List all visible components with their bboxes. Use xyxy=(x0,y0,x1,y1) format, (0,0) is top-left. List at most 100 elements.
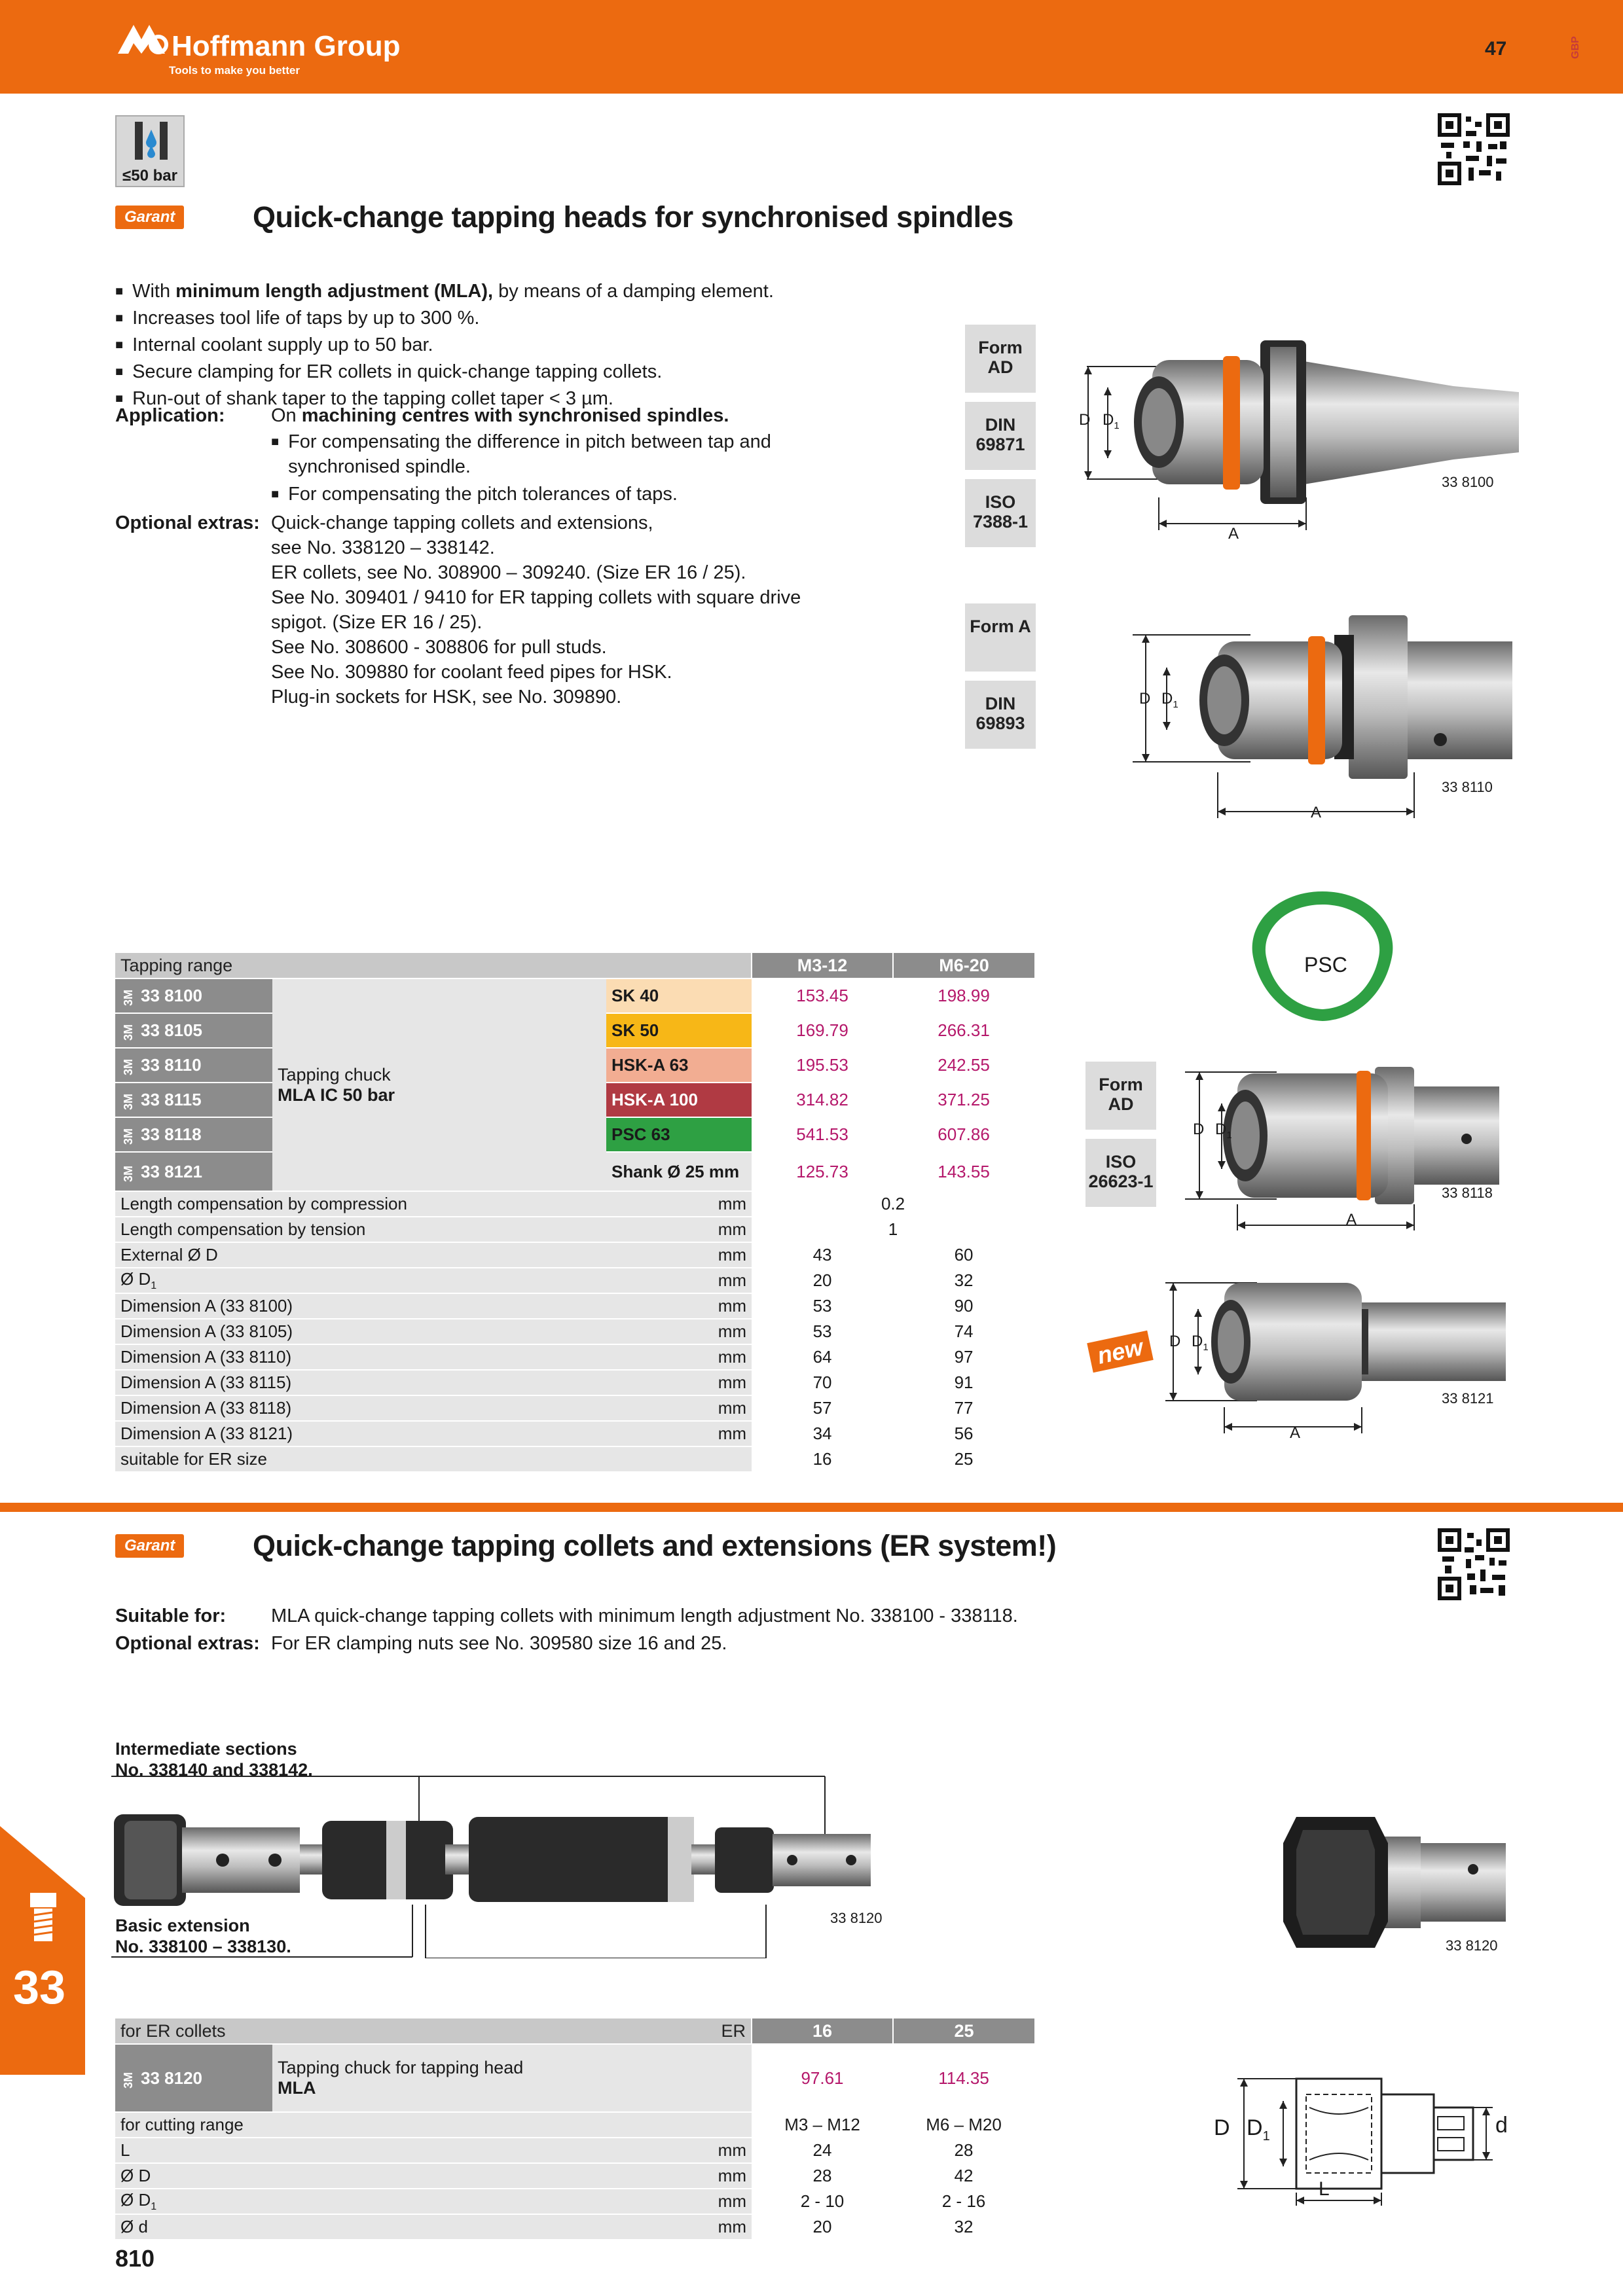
spec-unit: mm xyxy=(606,2163,752,2189)
spec-label: Dimension A (33 8121) xyxy=(115,1421,606,1447)
tapping-tool-icon xyxy=(30,1893,56,1941)
dim-A-label: A xyxy=(1346,1211,1357,1229)
suitable-label: Suitable for: xyxy=(115,1605,227,1626)
spec-value: 16 xyxy=(752,1446,894,1473)
spec-row: Dimension A (33 8121) mm 34 56 xyxy=(115,1421,1035,1447)
spec-label: Dimension A (33 8100) xyxy=(115,1293,606,1319)
figure-caption: 33 8100 xyxy=(1442,474,1494,490)
spec-label: Dimension A (33 8115) xyxy=(115,1370,606,1396)
tapping-range-label: Tapping range xyxy=(115,953,752,979)
spec-unit: mm xyxy=(606,1421,752,1447)
footer-page-number: 810 xyxy=(115,2245,155,2272)
dim-D-label: D xyxy=(1139,690,1151,708)
er-unit-label: ER xyxy=(606,2018,752,2045)
psc-polygon-icon xyxy=(1252,891,1393,1021)
qr-code-icon xyxy=(1437,113,1510,186)
spec-label: Ø D1 xyxy=(115,1268,606,1294)
coolant-drop-icon xyxy=(135,122,168,160)
hoffmann-logo-icon xyxy=(118,25,168,54)
dim-A-label: A xyxy=(1290,1424,1301,1442)
figure-caption: 33 8110 xyxy=(1442,779,1493,795)
application-list: For compensating the difference in pitch… xyxy=(271,429,808,509)
dim-D1-label: D1 xyxy=(1247,2115,1270,2144)
spec-row: Dimension A (33 8110) mm 64 97 xyxy=(115,1344,1035,1371)
spec-row: Dimension A (33 8105) mm 53 74 xyxy=(115,1319,1035,1345)
application-item: For compensating the pitch tolerances of… xyxy=(271,482,808,509)
application-text: On machining centres with synchronised s… xyxy=(271,405,729,426)
figure-caption: 33 8121 xyxy=(1442,1390,1494,1407)
price-cell: 114.35 xyxy=(893,2044,1034,2113)
iso-box: ISO 26623-1 xyxy=(1085,1139,1156,1207)
figure-caption: 33 8118 xyxy=(1442,1185,1493,1201)
spec-label: External Ø D xyxy=(115,1242,606,1268)
spec-value: 28 xyxy=(893,2138,1034,2164)
spec-label: Length compensation by compression xyxy=(115,1191,606,1217)
column-header: 16 xyxy=(751,2018,893,2045)
price-cell: 314.82 xyxy=(752,1083,894,1118)
spec-row: Dimension A (33 8100) mm 53 90 xyxy=(115,1293,1035,1319)
price-cell: 153.45 xyxy=(752,978,894,1014)
spec-value: 53 xyxy=(752,1293,894,1319)
brand-name: Hoffmann Group xyxy=(172,30,401,62)
interface-cell: Shank Ø 25 mm xyxy=(606,1152,752,1192)
page-header xyxy=(0,0,1623,94)
optional-text: Quick-change tapping collets and extensi… xyxy=(271,512,801,708)
brand-tagline: Tools to make you better xyxy=(169,64,300,77)
spec-value: 43 xyxy=(752,1242,894,1268)
spec-value: 74 xyxy=(893,1319,1035,1345)
spec-label: Ø d xyxy=(115,2214,606,2240)
spec-unit: mm xyxy=(606,1395,752,1422)
suitable-text: MLA quick-change tapping collets with mi… xyxy=(271,1605,1018,1626)
spec-value: 77 xyxy=(893,1395,1035,1422)
spec-unit xyxy=(606,1446,752,1473)
er-collets-label: for ER collets xyxy=(115,2018,606,2045)
dim-D-label: D xyxy=(1169,1333,1181,1350)
spec-label: Dimension A (33 8118) xyxy=(115,1395,606,1422)
form-box: Form A xyxy=(965,603,1036,672)
spec-row: Dimension A (33 8118) mm 57 77 xyxy=(115,1395,1035,1422)
spec-unit: mm xyxy=(606,1370,752,1396)
price-cell: 143.55 xyxy=(893,1152,1035,1192)
spec-value: 64 xyxy=(752,1344,894,1371)
interface-cell: SK 40 xyxy=(606,978,752,1014)
spec-value: 2 - 10 xyxy=(752,2189,893,2215)
feature-list: With minimum length adjustment (MLA), by… xyxy=(115,279,966,413)
spec-unit: mm xyxy=(606,2189,752,2215)
spec-value: 0.2 xyxy=(752,1191,1035,1217)
spec-value: 28 xyxy=(752,2163,893,2189)
spec-value: 90 xyxy=(893,1293,1035,1319)
spec-value: 60 xyxy=(893,1242,1035,1268)
form-box: Form AD xyxy=(965,325,1036,393)
chapter-number: 33 xyxy=(13,1962,66,2014)
interface-cell: PSC 63 xyxy=(606,1117,752,1153)
spec-row: for cutting range M3 – M12 M6 – M20 xyxy=(115,2112,1034,2138)
optional-label: Optional extras: xyxy=(115,1633,260,1654)
figure-caption: 33 8120 xyxy=(830,1910,883,1926)
spec-label: suitable for ER size xyxy=(115,1446,606,1473)
interface-cell: HSK-A 63 xyxy=(606,1048,752,1083)
figure-caption: 33 8120 xyxy=(1446,1937,1498,1954)
column-header: M3-12 xyxy=(751,953,894,979)
dim-D-label: D xyxy=(1079,411,1091,429)
spec-row: L mm 24 28 xyxy=(115,2138,1034,2164)
optional-text: For ER clamping nuts see No. 309580 size… xyxy=(271,1633,727,1654)
region-code: GBP xyxy=(1570,36,1581,59)
interface-cell: SK 50 xyxy=(606,1013,752,1049)
feature-item: Internal coolant supply up to 50 bar. xyxy=(115,332,966,359)
spec-row: suitable for ER size 16 25 xyxy=(115,1446,1035,1473)
spec-value: 53 xyxy=(752,1319,894,1345)
form-box: Form AD xyxy=(1085,1062,1156,1130)
spec-unit: mm xyxy=(606,1293,752,1319)
spec-unit: mm xyxy=(606,1268,752,1294)
spec-row: Length compensation by tension mm 1 xyxy=(115,1217,1035,1243)
page-number: 47 xyxy=(1485,38,1507,60)
